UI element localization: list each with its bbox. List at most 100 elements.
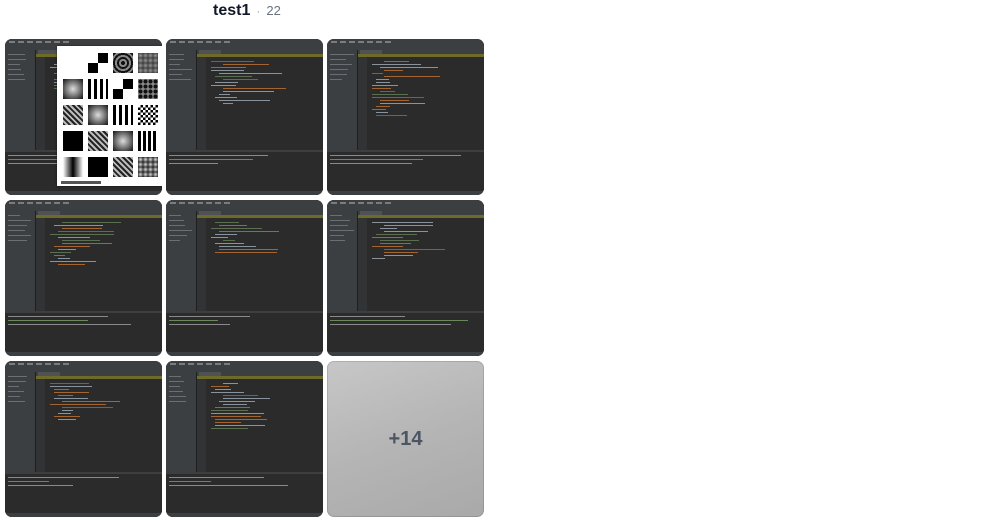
menu-mark: [18, 41, 24, 43]
tree-item: [330, 215, 342, 216]
tree-item: [8, 235, 31, 236]
filter-image-grid: [63, 53, 158, 177]
code-line: [50, 386, 93, 387]
ide-statusbar: [5, 191, 162, 195]
filter-image: [138, 53, 158, 73]
tree-item: [169, 386, 180, 387]
tree-item: [169, 381, 184, 382]
console-line: [8, 316, 108, 317]
tree-item: [330, 64, 353, 65]
menu-mark: [179, 363, 185, 365]
code-line: [211, 67, 246, 68]
code-line: [62, 410, 74, 411]
photo-thumbnail[interactable]: [166, 200, 323, 356]
console-line: [330, 163, 413, 164]
menu-mark: [224, 202, 230, 204]
tree-item: [169, 215, 182, 216]
code-line: [54, 389, 70, 390]
photo-thumbnail[interactable]: [5, 200, 162, 356]
code-line: [215, 82, 239, 83]
tree-item: [169, 64, 181, 65]
ide-statusbar: [327, 352, 484, 356]
tree-item: [8, 54, 25, 55]
ide-project-panel: [5, 211, 36, 312]
photo-thumbnail[interactable]: [327, 200, 484, 356]
console-line: [8, 481, 50, 482]
code-line: [62, 243, 112, 244]
code-line: [211, 392, 244, 393]
photo-thumbnail[interactable]: [5, 39, 162, 195]
more-photos-tile[interactable]: +14: [327, 361, 484, 517]
code-line: [372, 73, 384, 74]
filter-image: [63, 79, 83, 99]
code-line: [54, 246, 90, 247]
ide-toolbar: [166, 206, 323, 211]
code-line: [384, 225, 433, 226]
ide-tabbar: [36, 372, 162, 376]
code-line: [58, 264, 85, 265]
menu-mark: [36, 363, 42, 365]
menu-mark: [215, 363, 221, 365]
tree-item: [8, 215, 20, 216]
code-line: [54, 255, 66, 256]
menu-mark: [170, 41, 176, 43]
photo-thumbnail[interactable]: [166, 361, 323, 517]
ide-tabbar: [36, 211, 162, 215]
tree-item: [169, 69, 192, 70]
code-line: [215, 234, 238, 235]
photo-count: 22: [266, 3, 281, 18]
editor-tab: [199, 372, 221, 376]
menu-mark: [9, 363, 15, 365]
ide-toolbar: [5, 367, 162, 372]
menu-mark: [331, 41, 337, 43]
menu-mark: [188, 363, 194, 365]
menu-mark: [45, 363, 51, 365]
code-line: [372, 64, 421, 65]
filter-image: [113, 157, 133, 177]
menu-mark: [45, 41, 51, 43]
code-line: [384, 76, 441, 77]
ide-gutter: [358, 218, 367, 312]
code-line: [215, 422, 241, 423]
ide-screenshot: [5, 200, 162, 356]
ide-toolbar: [166, 367, 323, 372]
photo-thumbnail[interactable]: [327, 39, 484, 195]
tree-item: [330, 240, 345, 241]
code-line: [50, 383, 89, 384]
menu-mark: [18, 202, 24, 204]
photo-thumbnail[interactable]: [5, 361, 162, 517]
code-line: [58, 258, 70, 259]
filter-image: [138, 131, 158, 151]
ide-warning-bar: [197, 54, 323, 57]
ide-project-panel: [327, 50, 358, 151]
code-line: [372, 258, 385, 259]
code-line: [376, 106, 391, 107]
tree-item: [8, 381, 26, 382]
ide-gutter: [358, 57, 367, 151]
code-line: [211, 85, 236, 86]
code-line: [219, 225, 248, 226]
code-line: [215, 389, 232, 390]
tree-item: [8, 396, 21, 397]
tree-item: [330, 59, 347, 60]
code-line: [215, 425, 265, 426]
photo-thumbnail[interactable]: [166, 39, 323, 195]
ide-project-panel: [166, 211, 197, 312]
code-line: [211, 228, 262, 229]
code-line: [62, 240, 100, 241]
console-line: [8, 477, 119, 478]
code-line: [219, 73, 282, 74]
ide-warning-bar: [197, 376, 323, 379]
code-line: [380, 67, 438, 68]
code-line: [211, 70, 244, 71]
code-line: [223, 88, 287, 89]
tree-item: [8, 74, 25, 75]
code-line: [58, 231, 114, 232]
filter-image: [113, 105, 133, 125]
run-console: [327, 150, 484, 195]
console-line: [169, 316, 251, 317]
console-line: [169, 163, 218, 164]
ide-statusbar: [166, 352, 323, 356]
menu-mark: [27, 363, 33, 365]
code-line: [62, 222, 121, 223]
